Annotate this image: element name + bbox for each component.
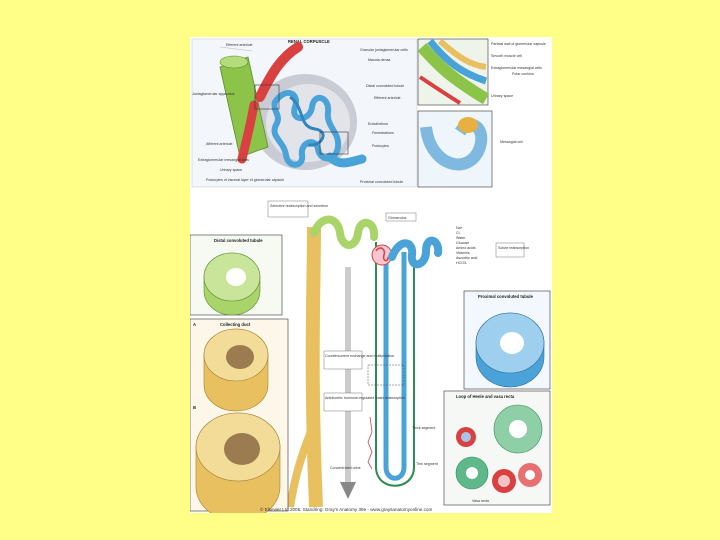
filtrate-item: Glucose — [456, 241, 469, 245]
label-efferent-arteriole-center: Efferent arteriole — [374, 96, 401, 100]
panel-title-loop: Loop of Henle and vasa recta — [456, 394, 515, 399]
filtrate-item: Water — [456, 236, 466, 240]
label-granular-cells: Granular juxtaglomerular cells — [360, 48, 408, 52]
figure-illustration: RENAL CORPUSCLE Efferent arter — [190, 38, 551, 513]
juxtaglomerular-inset: Parietal wall of glomerular capsule Smoo… — [417, 38, 546, 106]
label-selective-reabsorption: Selective reabsorption and secretion — [270, 204, 328, 208]
label-podocytes: Podocytes of visceral layer of glomerula… — [206, 178, 284, 182]
label-thin-segment: Thin segment — [416, 462, 438, 466]
label-urinary-space: Urinary space — [220, 168, 242, 172]
filtrate-list: Na+ Cl- Water Glucose Amino acids Vitami… — [456, 226, 477, 265]
filtrate-item: Amino acids — [456, 246, 476, 250]
copyright-text: © Elsevier Ltd 2005. Standring: Gray's A… — [260, 506, 432, 512]
label-podocytes-inset: Podocytes — [372, 144, 389, 148]
label-extraglomerular-inset: Extraglomerular mesangial cells — [491, 66, 542, 70]
label-urinary-space-inset: Urinary space — [491, 94, 513, 98]
label-vasa-recta: Vasa recta — [472, 499, 489, 503]
label-juxtaglomerular-apparatus: Juxtaglomerular apparatus — [192, 92, 235, 96]
label-fenestrations: Fenestrations — [372, 131, 394, 135]
kidney-nephron-figure: RENAL CORPUSCLE Efferent arter — [190, 37, 552, 513]
label-adh-water: Antidiuretic hormone-regulated water rea… — [325, 396, 405, 400]
filtrate-item: Cl- — [456, 231, 461, 235]
filtration-barrier-inset: Endothelium Fenestrations Podocytes Mesa… — [368, 110, 523, 188]
filtrate-item: Na+ — [456, 226, 463, 230]
label-parietal-wall: Parietal wall of glomerular capsule — [491, 42, 546, 46]
label-afferent-arteriole: Afferent arteriole — [206, 142, 233, 146]
panel-letter-b: B — [193, 405, 196, 410]
filtrate-item: Vitamins — [456, 251, 470, 255]
label-mesangial-cell: Mesangial cell — [500, 140, 523, 144]
label-macula-densa: Macula densa — [368, 58, 390, 62]
panel-collecting-duct: A Collecting duct B — [190, 318, 289, 513]
filtrate-item: Ascorbic acid — [456, 256, 477, 260]
label-endothelium: Endothelium — [368, 122, 388, 126]
label-smooth-muscle: Smooth muscle cell — [491, 54, 522, 58]
label-polar-cushion: Polar cushion — [512, 72, 534, 76]
panel-title-proximal: Proximal convoluted tubule — [478, 294, 534, 299]
filtrate-item: HCO3- — [456, 261, 468, 265]
label-concentrated-urine: Concentrated urine — [330, 466, 361, 470]
label-glomerulus: Glomerulus — [388, 216, 407, 220]
panel-title-collecting: Collecting duct — [220, 322, 251, 327]
nephron-illustration: Selective reabsorption and secretion Glo… — [267, 200, 529, 508]
renal-corpuscle-illustration: RENAL CORPUSCLE Efferent arter — [191, 38, 418, 188]
panel-distal-tubule: Distal convoluted tubule — [190, 234, 283, 316]
label-countercurrent: Countercurrent exchange and multiplicati… — [325, 354, 394, 358]
label-thick-segment: Thick segment — [412, 426, 435, 430]
renal-corpuscle-title: RENAL CORPUSCLE — [288, 39, 330, 44]
label-distal-convoluted: Distal convoluted tubule — [366, 84, 404, 88]
label-solute-reabsorption: Solute reabsorption — [498, 246, 529, 250]
panel-loop-of-henle: Loop of Henle and vasa recta Thick segme… — [412, 390, 551, 506]
label-proximal-convoluted-top: Proximal convoluted tubule — [360, 180, 403, 184]
panel-proximal-tubule: Proximal convoluted tubule — [463, 290, 551, 390]
label-extraglomerular-mesangial: Extraglomerular mesangial cells — [198, 158, 249, 162]
label-efferent-arteriole-left: Efferent arteriole — [226, 43, 253, 47]
panel-title-distal: Distal convoluted tubule — [214, 238, 263, 243]
panel-letter-a: A — [193, 322, 196, 327]
